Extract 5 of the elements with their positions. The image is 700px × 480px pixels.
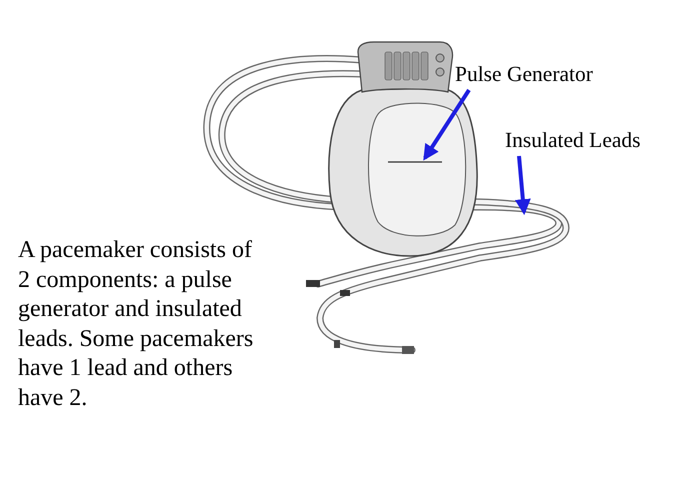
leader-arrow [514, 156, 531, 216]
description-paragraph: A pacemaker consists of 2 components: a pulse generator and insulated leads. Some pacemakers have 1 lead and others have 2. [18, 236, 254, 412]
callout-label: Pulse Generator [455, 62, 603, 88]
leader-arrow [423, 88, 471, 161]
callout-label: Insulated Leads [505, 128, 651, 154]
